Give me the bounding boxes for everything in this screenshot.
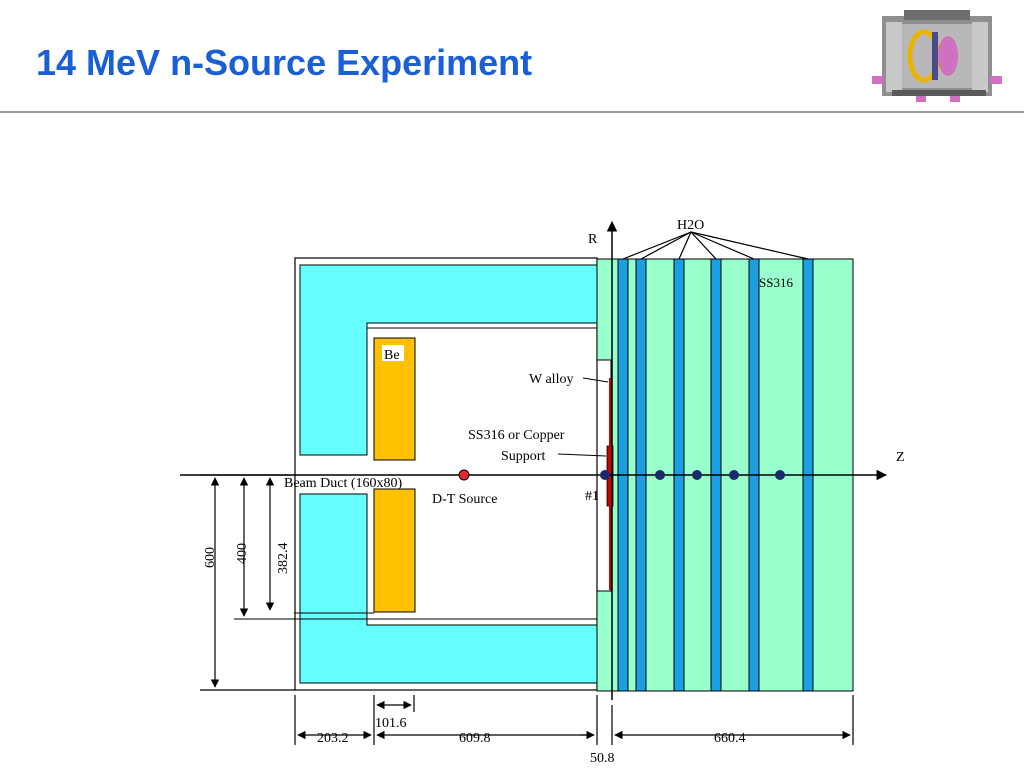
detector-1-label: #1 [585, 489, 599, 504]
h2o-leaders [622, 231, 809, 260]
dimension-203-2: 203.2 [317, 731, 349, 746]
tokamak-cutaway-icon [872, 10, 1002, 102]
beryllium-block-lower [373, 488, 416, 613]
z-axis-label: Z [896, 450, 905, 465]
title-divider [0, 111, 1024, 113]
support-label-line2: Support [501, 449, 545, 464]
dimension-400: 400 [235, 543, 250, 564]
be-label-bg [382, 345, 404, 361]
dimension-50-8: 50.8 [590, 751, 615, 766]
detector-marker [600, 470, 610, 480]
dimension-382-4: 382.4 [276, 543, 291, 575]
dimension-609-8: 609.8 [459, 731, 491, 746]
dimension-600: 600 [203, 547, 218, 568]
detector-markers [600, 470, 785, 480]
beam-duct-lines [234, 327, 597, 620]
detector-marker [655, 470, 665, 480]
detector-marker [775, 470, 785, 480]
be-label: Be [384, 348, 400, 363]
beam-duct-label: Beam Duct (160x80) [284, 476, 403, 491]
detector-marker [729, 470, 739, 480]
label-leaders [557, 377, 609, 457]
dimension-660-4: 660.4 [714, 731, 746, 746]
ss316-label: SS316 [759, 275, 793, 290]
dimension-lines-bottom [294, 695, 854, 745]
page-title: 14 MeV n-Source Experiment [36, 42, 533, 83]
h2o-label: H2O [677, 218, 704, 233]
dt-source-marker [458, 469, 470, 481]
detector-marker [692, 470, 702, 480]
w-alloy-label: W alloy [529, 372, 573, 387]
support-label-line1: SS316 or Copper [468, 428, 565, 443]
dt-source-label: D-T Source [432, 492, 497, 507]
dimension-lines-left [200, 474, 295, 691]
r-axis-label: R [588, 232, 598, 247]
dimension-101-6: 101.6 [375, 716, 407, 731]
